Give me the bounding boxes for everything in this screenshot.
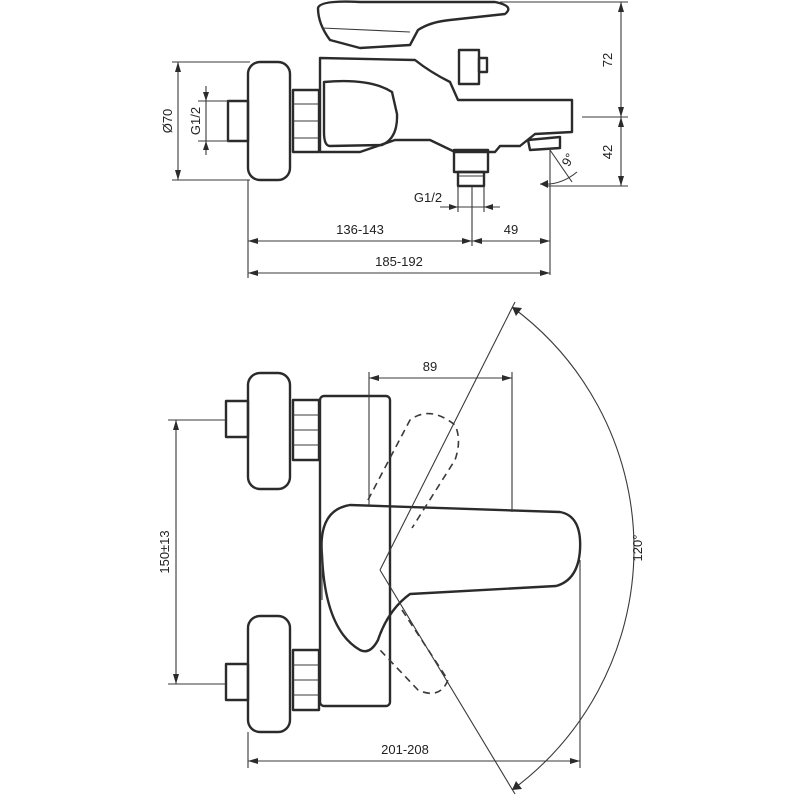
mixer-body [318,56,574,154]
front-mixer-body [318,394,392,708]
rosette-disc [246,60,292,182]
dim-height-upper-label: 72 [600,53,615,67]
dim-centers-label: 150±13 [157,530,172,573]
handle-position-upper [367,412,460,529]
rotation-arc [511,306,635,791]
lower-rosette [246,614,292,734]
dim-diameter-label: Ø70 [160,109,175,134]
diverter-knob [457,48,481,86]
dim-thread-bottom-label: G1/2 [414,190,442,205]
dim-thread-left-label: G1/2 [188,107,203,135]
dim-lever-offset-label: 89 [423,359,437,374]
front-view: 89 120° 150±13 201-208 [157,301,645,795]
dim-height-lower-label: 42 [600,145,615,159]
spout-outlet [526,135,562,152]
upper-rosette [246,371,292,491]
dim-total-width-label: 201-208 [381,742,429,757]
dim-total-depth-label: 185-192 [375,254,423,269]
lever-handle [316,0,510,50]
dim-wall-to-spout-label: 136-143 [336,222,384,237]
dim-spout-label: 49 [504,222,518,237]
inlet-stub [226,99,250,143]
handle-position-lower [379,609,449,695]
front-lever-handle [320,503,582,653]
side-view: Ø70 G1/2 72 42 9° G1/2 [160,0,628,278]
dim-rotation-label: 120° [630,535,645,562]
shower-outlet [452,148,490,174]
